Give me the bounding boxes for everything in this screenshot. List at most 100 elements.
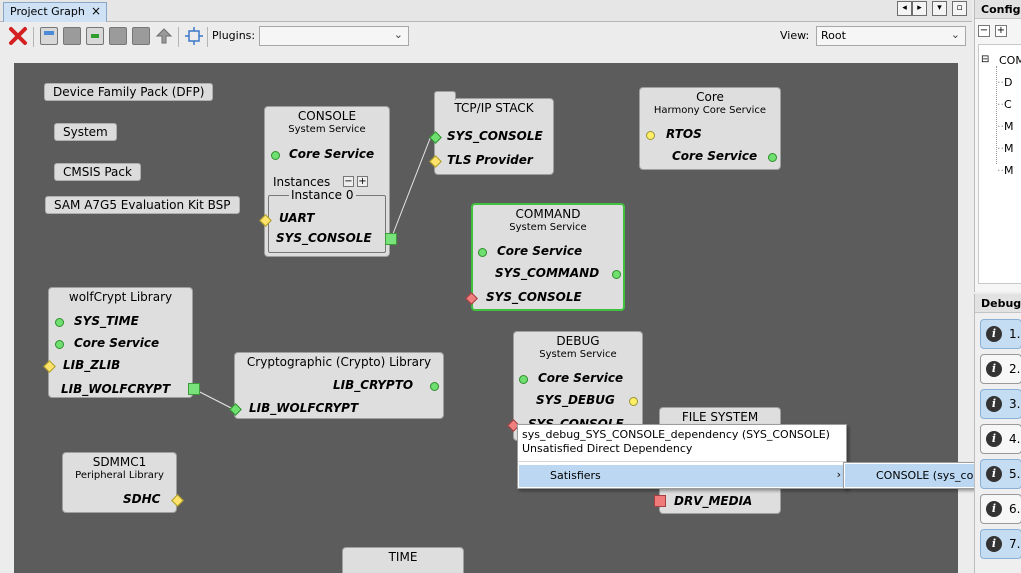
instances-label: Instances [273,175,331,189]
view-dropdown[interactable]: Root ⌄ [816,26,966,46]
tree-item[interactable]: ··C [997,98,1012,111]
rtos-port[interactable] [646,131,655,140]
fit-view-icon[interactable] [185,27,203,45]
plugins-dropdown[interactable]: ⌄ [259,26,409,46]
add-instance-button[interactable]: + [357,176,368,187]
project-graph-canvas[interactable]: Device Family Pack (DFP) System CMSIS Pa… [14,63,958,573]
command-sys-console: SYS_CONSOLE [486,290,582,304]
tree-item[interactable]: ··M [997,142,1014,155]
wolfcrypt-core-port[interactable] [55,340,64,349]
scroll-right-icon[interactable]: ▸ [912,1,927,16]
sdmmc1-component[interactable]: SDMMC1 Peripheral Library SDHC [62,452,184,513]
sys-console-port[interactable] [385,233,397,245]
lib-wolfcrypt-out-port[interactable] [188,383,200,395]
lib-crypto-port[interactable] [430,382,439,391]
debug-core-port[interactable] [519,375,528,384]
command-core-service: Core Service [497,244,583,258]
sys-command-port[interactable] [612,270,621,279]
sys-debug-port[interactable] [629,397,638,406]
console-uart: UART [279,211,315,225]
tree-line [996,66,997,164]
dfp-component[interactable]: Device Family Pack (DFP) [44,83,214,101]
instance-0-label: Instance 0 [289,188,356,202]
drv-media-port[interactable] [654,495,666,507]
debugger-panel-title: Debugg [975,294,1021,313]
tree-item[interactable]: ··M [997,164,1014,177]
tree-root[interactable]: COM [999,54,1021,67]
view-menu-icon[interactable]: ▾ [932,1,947,16]
core-service-port[interactable] [271,151,280,160]
scroll-left-icon[interactable]: ◂ [897,1,912,16]
tree-item[interactable]: ··D [997,76,1013,89]
core-component[interactable]: Core Harmony Core Service RTOS Core Serv… [639,87,781,170]
configuration-tree[interactable]: ⊟ COM ··D ··C ··M ··M ··M [978,44,1021,284]
time-component[interactable]: TIME [342,547,464,573]
wolfcrypt-lib-wolfcrypt: LIB_WOLFCRYPT [61,382,171,396]
toolbar-separator [207,27,208,47]
crypto-title: Cryptographic (Crypto) Library [246,355,432,369]
tab-bar: Project Graph × ◂ ▸ ▾ ▫ [0,0,972,22]
tree-item[interactable]: ··M [997,120,1014,133]
crypto-lib-wolfcrypt: LIB_WOLFCRYPT [249,401,359,415]
command-sys-command: SYS_COMMAND [495,266,600,280]
cmsis-pack-component[interactable]: CMSIS Pack [54,163,141,181]
system-component[interactable]: System [54,123,117,141]
bsp-component[interactable]: SAM A7G5 Evaluation Kit BSP [45,196,240,214]
core-rtos: RTOS [666,127,702,141]
crypto-library-component[interactable]: Cryptographic (Crypto) Library LIB_CRYPT… [229,352,444,419]
move-in-icon[interactable] [86,27,104,45]
move-out-icon[interactable] [109,27,127,45]
sys-time-port[interactable] [55,318,64,327]
tree-collapse-icon[interactable]: ⊟ [981,54,990,65]
debug-title: DEBUG [556,334,600,348]
time-title: TIME [388,550,418,564]
folder-tab [434,91,456,100]
remove-instance-button[interactable]: − [343,176,354,187]
crypto-lib-crypto: LIB_CRYPTO [333,378,414,392]
connection-lines [193,135,432,411]
info-icon: i [986,536,1002,552]
core-service-out-port[interactable] [768,153,777,162]
satisfiers-menu-item[interactable]: Satisfiers › [519,465,845,487]
connection-wolfcrypt-crypto [193,388,236,411]
sdmmc-subtitle: Peripheral Library [75,470,164,481]
configuration-panel-title: Configu [975,0,1021,19]
plugins-label: Plugins: [212,29,256,42]
collapse-icon[interactable] [132,27,150,45]
info-icon: i [986,501,1002,517]
tab-title: Project Graph [10,5,85,18]
command-subtitle: System Service [509,222,587,233]
collapse-all-button[interactable]: − [978,25,990,37]
debug-core-service: Core Service [538,371,624,385]
tcpip-stack-component[interactable]: TCP/IP STACK SYS_CONSOLE TLS Provider [429,91,554,175]
wolfcrypt-component[interactable]: wolfCrypt Library SYS_TIME Core Service … [43,287,200,398]
command-component[interactable]: COMMAND System Service Core Service SYS_… [465,203,625,311]
wolfcrypt-core-service: Core Service [74,336,160,350]
tab-close-icon[interactable]: × [90,4,101,18]
sdmmc-sdhc: SDHC [123,492,161,506]
new-component-icon[interactable] [40,27,58,45]
debug-sys-debug: SYS_DEBUG [536,393,615,407]
info-icon: i [986,361,1002,377]
chevron-right-icon: › [836,468,841,481]
maximize-icon[interactable]: ▫ [952,1,967,16]
delete-icon[interactable] [8,26,28,46]
command-core-port[interactable] [478,248,487,257]
info-icon: i [986,466,1002,482]
tcpip-title: TCP/IP STACK [454,101,534,115]
console-component[interactable]: CONSOLE System Service Core Service Inst… [259,106,397,257]
toolbar: Plugins: ⌄ View: Root ⌄ [0,23,972,51]
configuration-panel: Configu − + ⊟ COM ··D ··C ··M ··M ··M [974,0,1021,292]
add-group-icon[interactable] [63,27,81,45]
core-subtitle: Harmony Core Service [653,105,767,116]
tab-project-graph[interactable]: Project Graph × [3,2,107,22]
expand-all-button[interactable]: + [995,25,1007,37]
up-arrow-icon[interactable] [155,27,173,45]
